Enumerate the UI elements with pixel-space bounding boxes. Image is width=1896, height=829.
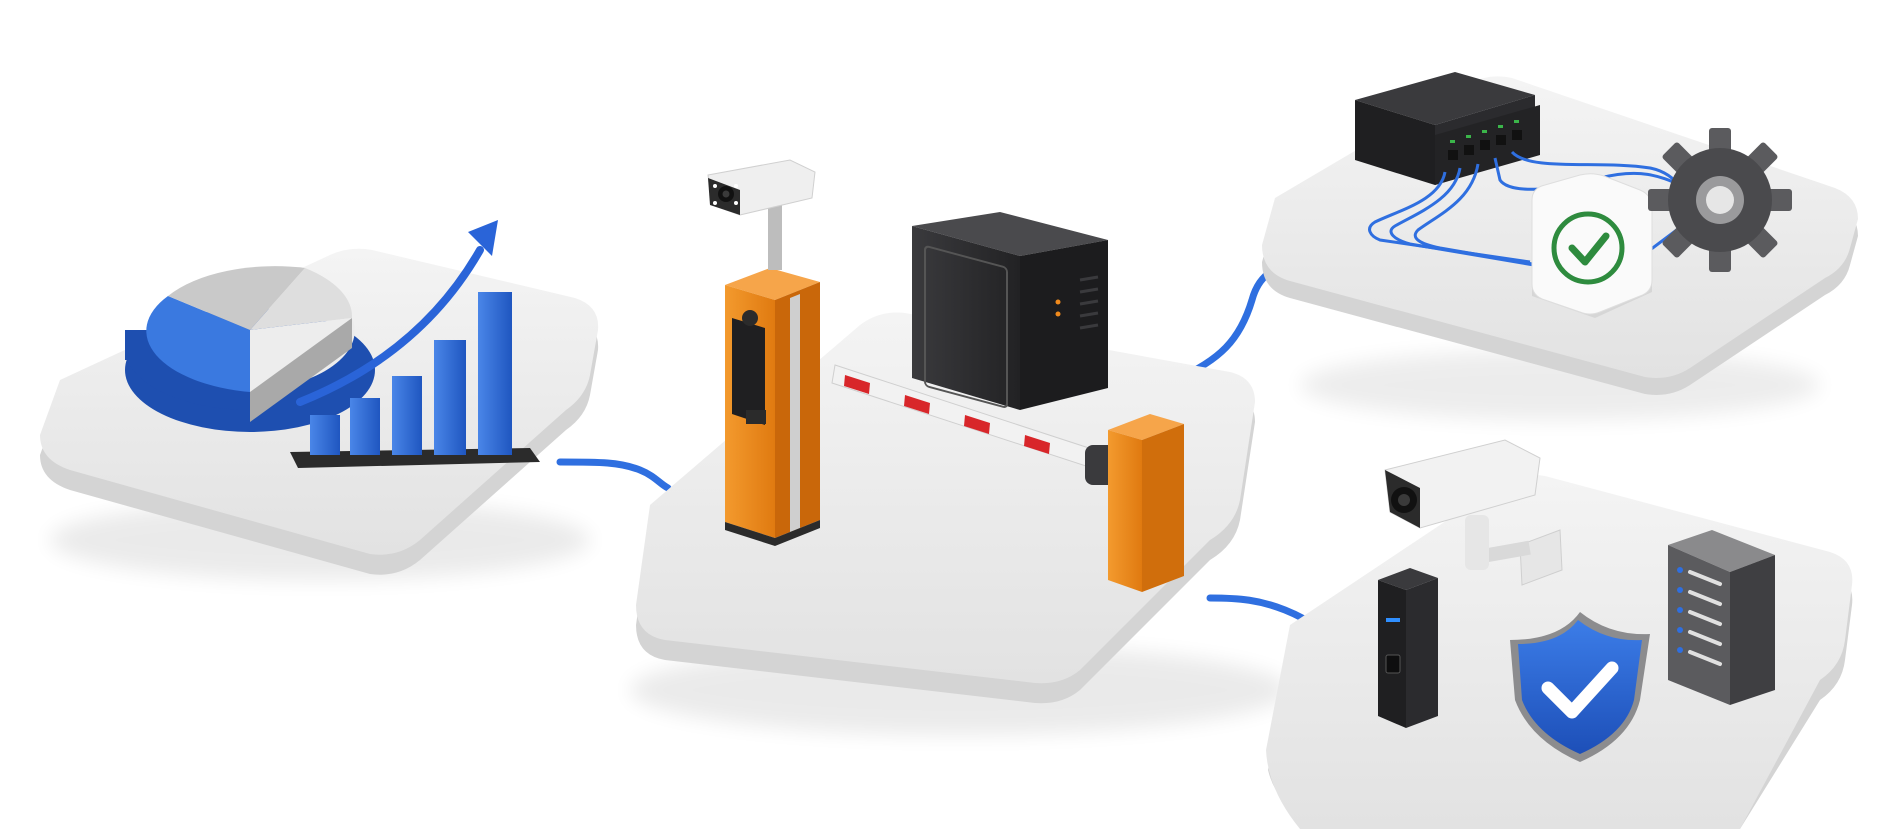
- trend-arrow-icon: [296, 220, 498, 406]
- bar-2: [350, 398, 380, 455]
- gear-icon: [1648, 128, 1792, 272]
- fingerprint-reader-icon: [1378, 568, 1438, 728]
- check-badge-icon: [1531, 173, 1653, 318]
- shield-check-icon: [1510, 612, 1650, 762]
- camera-icon: [707, 159, 816, 270]
- ticket-kiosk-icon: [725, 268, 820, 546]
- control-cabinet-icon: [912, 212, 1108, 410]
- bar-chart-icon: [290, 292, 540, 468]
- network-wires: [1368, 150, 1692, 270]
- server-rack-icon: [1668, 530, 1775, 705]
- bar-1: [310, 415, 340, 455]
- bar-4: [434, 340, 466, 455]
- pie-chart-icon: [125, 266, 375, 432]
- security-camera-icon: [1384, 439, 1563, 586]
- network-switch-icon: [1355, 72, 1540, 185]
- barrier-post-icon: [1108, 414, 1184, 592]
- cable-analytics-to-gate: [556, 458, 672, 492]
- bar-5: [478, 292, 512, 455]
- bar-3: [392, 376, 422, 455]
